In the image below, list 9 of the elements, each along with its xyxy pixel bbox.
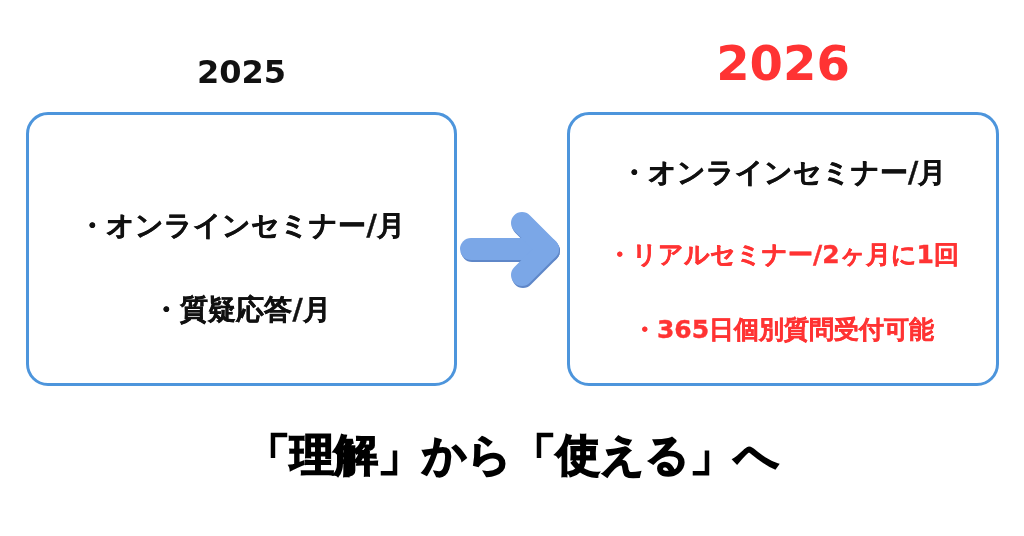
caption-text: 「理解」から「使える」へ	[245, 429, 779, 481]
arrow	[460, 212, 559, 286]
list-item: ・365日個別質問受付可能	[631, 315, 935, 345]
list-item: ・リアルセミナー/2ヶ月に1回	[607, 240, 959, 270]
list-item: ・オンラインセミナー/月	[619, 156, 947, 190]
list-item: ・質疑応答/月	[152, 293, 331, 327]
list-item: ・オンラインセミナー/月	[78, 209, 405, 243]
year-heading: 2026	[716, 36, 850, 92]
year-heading: 2025	[196, 53, 287, 91]
